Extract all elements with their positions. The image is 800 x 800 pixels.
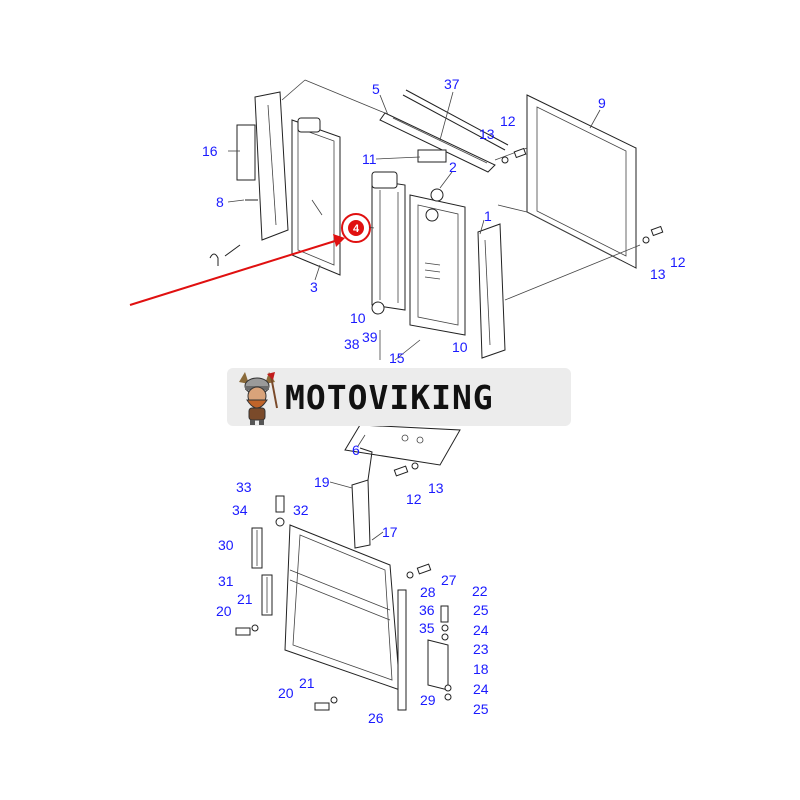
part-label-9: 9 [598, 95, 606, 111]
highlight-arrow [129, 234, 345, 306]
part-9-shroud [526, 94, 637, 269]
part-label-12c: 12 [406, 491, 422, 507]
part-numbers: 1 2 3 5 6 8 9 10 10 11 12 12 12 13 13 13… [202, 76, 686, 726]
part-19-bracket [351, 447, 373, 549]
part-label-8: 8 [216, 194, 224, 210]
part-label-12a: 12 [500, 113, 516, 129]
part-label-22: 22 [472, 583, 488, 599]
clip-a [209, 253, 219, 266]
part-label-4: 4 [353, 223, 360, 235]
part-label-1: 1 [484, 208, 492, 224]
guide-lines [281, 79, 641, 361]
part-37-rod [402, 89, 509, 151]
part-label-20a: 20 [216, 603, 232, 619]
part-3-core [291, 117, 341, 276]
part-label-29: 29 [420, 692, 436, 708]
part-label-3: 3 [310, 279, 318, 295]
part-label-24a: 24 [473, 622, 489, 638]
part-label-2: 2 [449, 159, 457, 175]
part-label-21a: 21 [237, 591, 253, 607]
brand-name: MOTOVIKING [285, 377, 494, 417]
brand-banner: MOTOVIKING [227, 368, 571, 426]
part-label-11: 11 [362, 151, 377, 167]
part-label-25a: 25 [473, 602, 489, 618]
part-11-plate [417, 149, 447, 163]
viking-mascot-icon [239, 372, 278, 425]
part-29-strip [397, 589, 407, 711]
part-label-16: 16 [202, 143, 218, 159]
leader-lines [227, 91, 601, 541]
bolts-upper [224, 147, 664, 257]
part-label-31: 31 [218, 573, 234, 589]
part-31-strip [261, 574, 273, 616]
part-label-13b: 13 [650, 266, 666, 282]
part-label-32: 32 [293, 502, 309, 518]
part-label-5: 5 [372, 81, 380, 97]
part-label-13c: 13 [428, 480, 444, 496]
bolts-lower [235, 495, 452, 711]
part-label-26: 26 [368, 710, 384, 726]
part-30-strip [251, 527, 263, 569]
part-label-10b: 10 [452, 339, 468, 355]
part-label-27: 27 [441, 572, 457, 588]
part-label-19: 19 [314, 474, 330, 490]
bolts-mid [393, 462, 419, 477]
part-label-20b: 20 [278, 685, 294, 701]
part-16-guard [236, 91, 289, 241]
part-label-13a: 13 [479, 126, 495, 142]
part-label-35: 35 [419, 620, 435, 636]
part-label-33: 33 [236, 479, 252, 495]
part-label-38: 38 [344, 336, 360, 352]
highlight-circle: 4 [341, 213, 371, 243]
part-1-radiator [409, 188, 466, 336]
part-label-10a: 10 [350, 310, 366, 326]
part-label-24b: 24 [473, 681, 489, 697]
part-label-39: 39 [362, 329, 378, 345]
part-label-37: 37 [444, 76, 460, 92]
part-label-28: 28 [420, 584, 436, 600]
part-label-34: 34 [232, 502, 248, 518]
part-4-oil-cooler [371, 171, 406, 315]
part-label-36: 36 [419, 602, 435, 618]
part-label-18: 18 [473, 661, 489, 677]
part-5-bracket [379, 112, 496, 173]
part-label-15: 15 [389, 350, 405, 366]
part-label-30: 30 [218, 537, 234, 553]
part-label-21b: 21 [299, 675, 315, 691]
part-17-plate [284, 524, 401, 691]
part-label-17: 17 [382, 524, 398, 540]
part-18-bracket [427, 639, 449, 691]
part-label-23: 23 [473, 641, 489, 657]
part-label-12b: 12 [670, 254, 686, 270]
part-1-side-bracket [477, 223, 506, 359]
part-6-bracket [344, 424, 461, 466]
part-label-25b: 25 [473, 701, 489, 717]
part-label-6: 6 [352, 442, 360, 458]
